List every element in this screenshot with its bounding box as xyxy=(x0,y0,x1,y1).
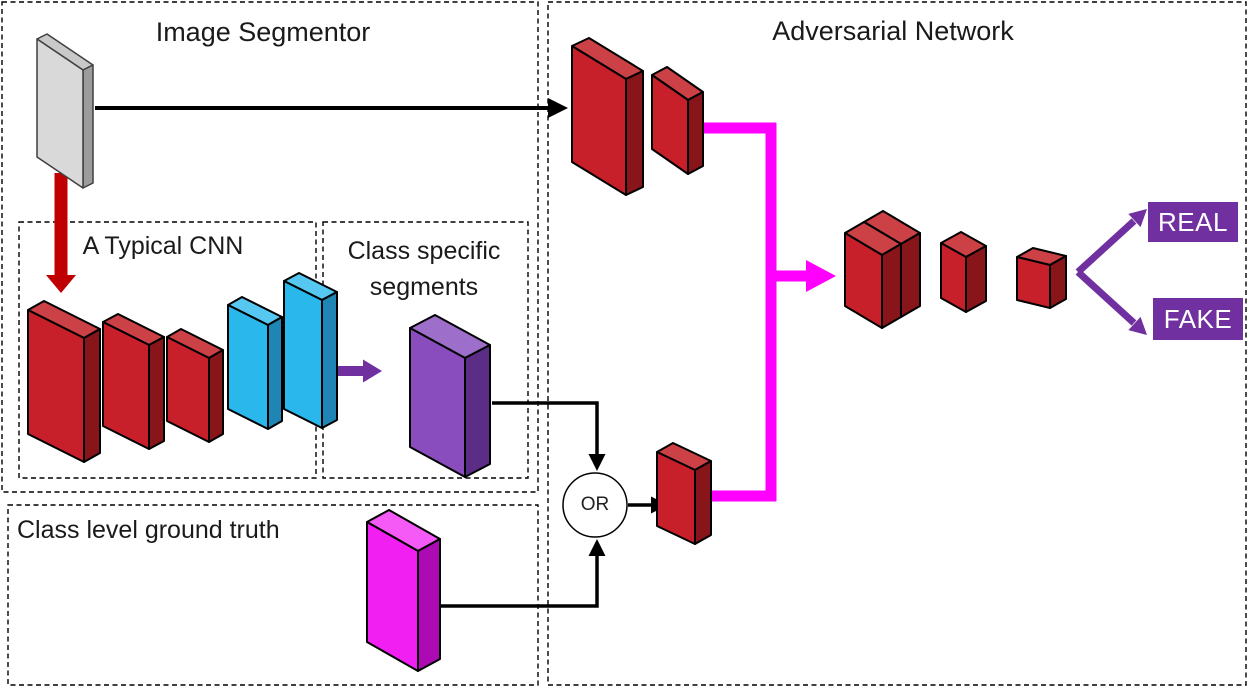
or-gate-circle xyxy=(562,472,628,538)
adversarial-panel-title: Adversarial Network xyxy=(772,16,1014,46)
cnn-box-title: A Typical CNN xyxy=(82,232,244,260)
cnn-deconv1-block xyxy=(227,304,269,430)
cnn-conv3-block xyxy=(166,336,210,443)
cnn-conv1-block xyxy=(27,309,85,463)
ground-truth-to-or-line xyxy=(440,556,599,608)
adv-conv5-block xyxy=(1049,255,1067,309)
adv-conv4-block xyxy=(940,242,967,313)
real-output-label: REAL xyxy=(1148,202,1238,242)
class-specific-title-line1: Class specific xyxy=(347,237,501,265)
adv-input-slab xyxy=(656,451,696,545)
segments-to-or-arrowhead xyxy=(588,454,606,471)
ground-truth-box-title: Class level ground truth xyxy=(17,516,280,544)
cnn-conv2-block xyxy=(102,321,150,450)
cnn-conv2-block xyxy=(148,336,165,450)
to-fake-arrowhead xyxy=(1128,316,1147,335)
adv-conv5-block xyxy=(1016,256,1051,309)
input-image-slab xyxy=(82,64,94,189)
class-specific-slab xyxy=(409,327,466,478)
adv-conv1-block xyxy=(625,70,644,196)
cnn-deconv2-block xyxy=(283,280,323,429)
cnn-conv3-block xyxy=(208,349,224,443)
ground-truth-slab xyxy=(366,521,419,672)
to-real-line xyxy=(1075,218,1137,275)
segments-to-or-line xyxy=(492,401,599,454)
adv-conv2-block xyxy=(651,74,689,175)
class-specific-slab xyxy=(464,344,491,478)
or-gate-label: OR xyxy=(580,494,610,515)
ground-truth-slab xyxy=(417,538,441,672)
segmentor-panel-title: Image Segmentor xyxy=(155,17,371,47)
input-image-slab xyxy=(36,38,84,189)
cnn-to-segments-arrowhead xyxy=(363,359,382,383)
to-real-arrowhead xyxy=(1128,209,1147,228)
class-specific-box-title: Class specific segments xyxy=(328,233,520,305)
adv-conv2-block xyxy=(687,91,704,175)
to-fake-line xyxy=(1075,269,1137,326)
adv-conv3-front-block xyxy=(844,232,883,329)
ground-truth-box-border xyxy=(7,504,539,686)
adv-conv1-block xyxy=(571,45,627,196)
adversarial-panel-border xyxy=(547,1,1247,686)
ground-truth-to-or-arrowhead xyxy=(588,539,606,556)
image-to-cnn-arrowhead xyxy=(46,275,76,293)
class-specific-title-line2: segments xyxy=(369,273,479,301)
discriminator-feed-arrowhead xyxy=(806,260,836,292)
adv-conv3-back-block xyxy=(900,232,921,318)
cnn-conv1-block xyxy=(83,328,101,463)
cnn-deconv1-block xyxy=(267,316,283,430)
adv-input-slab xyxy=(694,460,712,545)
fake-output-label: FAKE xyxy=(1153,298,1243,340)
adv-conv3-front-block xyxy=(881,243,902,329)
adv-conv4-block xyxy=(965,245,987,313)
segmentor-branch-line xyxy=(703,122,777,502)
segmentor-panel-border xyxy=(1,1,539,493)
cnn-deconv2-block xyxy=(321,291,338,429)
image-to-adversarial-arrowhead xyxy=(548,98,568,118)
